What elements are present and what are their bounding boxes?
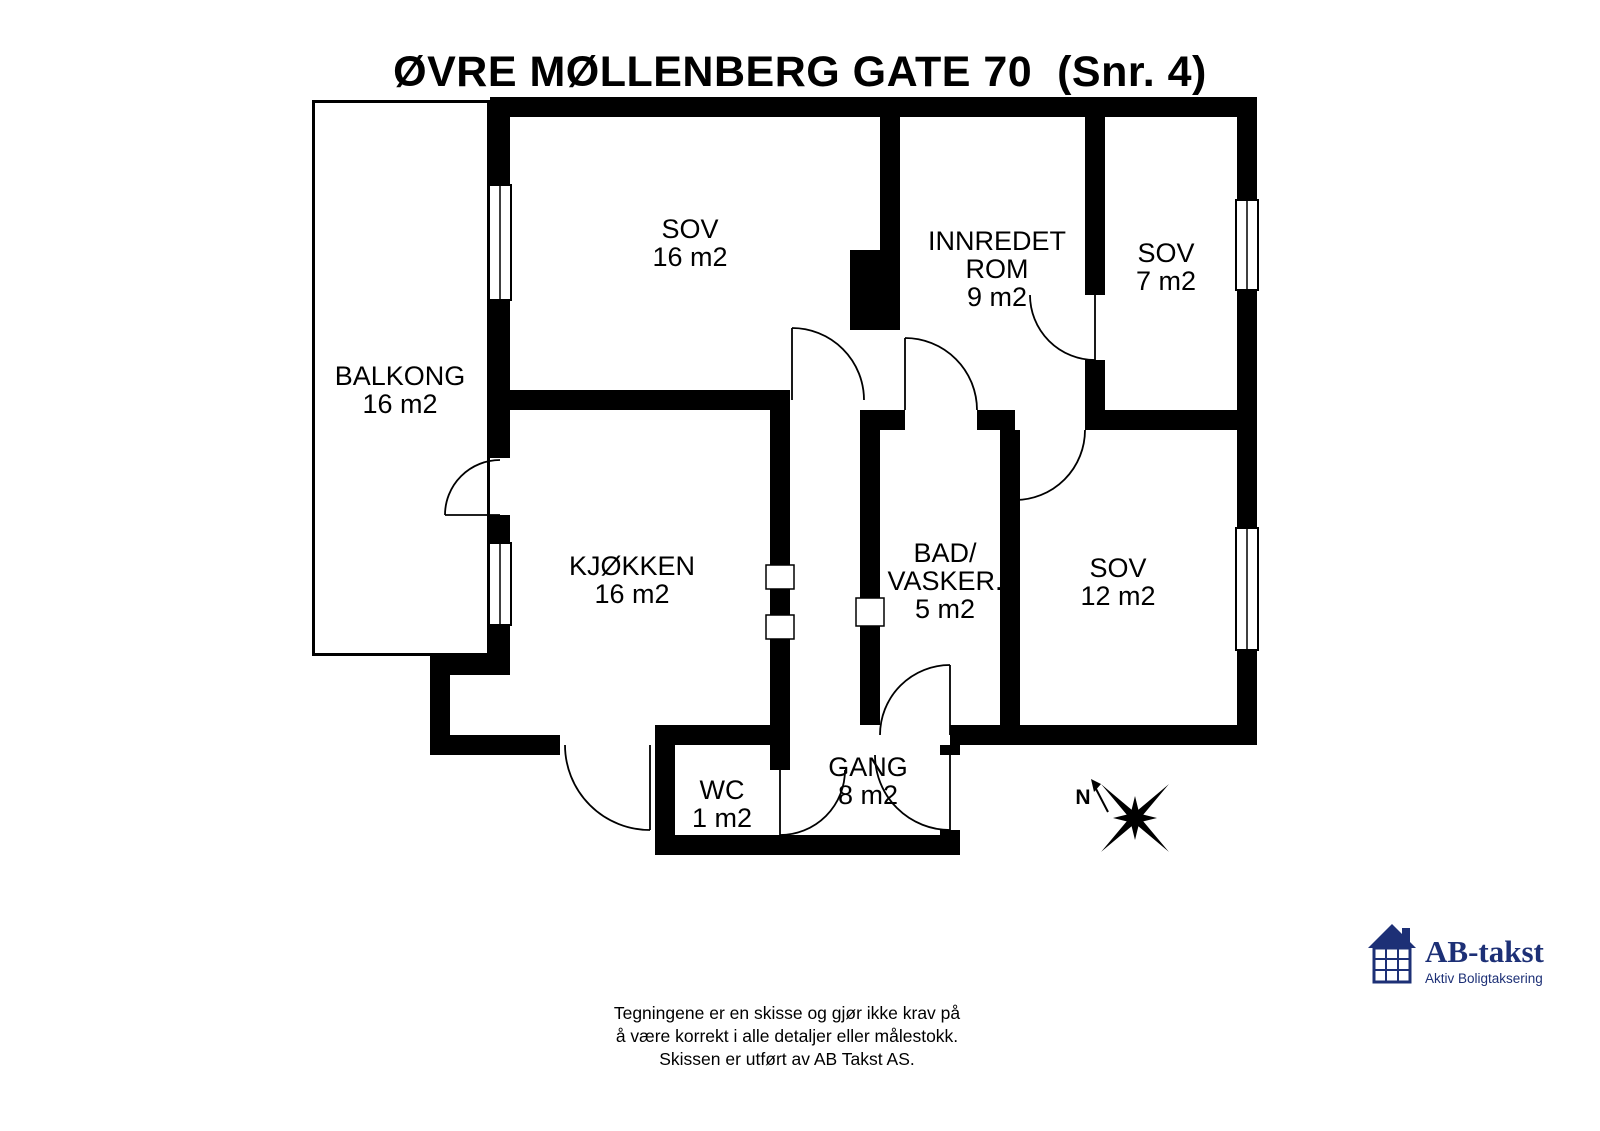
- room-label-innredet-rom: INNREDET: [928, 226, 1066, 256]
- door-wc: [779, 769, 846, 836]
- door-sov-1: [791, 327, 865, 401]
- room-area-balkong: 16 m2: [362, 389, 437, 419]
- window-icon: [1235, 199, 1259, 291]
- door-kitchen: [564, 744, 651, 831]
- window-icon: [1235, 527, 1259, 651]
- room-label-gang: GANG: [828, 752, 908, 782]
- room-label-kjokken: KJØKKEN: [569, 551, 695, 581]
- balcony-outline: [312, 100, 490, 656]
- niche-icon: [765, 614, 795, 640]
- company-logo: AB-takst Aktiv Boligtaksering: [1366, 922, 1544, 986]
- page-title: ØVRE MØLLENBERG GATE 70 (Snr. 4): [393, 48, 1207, 96]
- room-label-innredet-rom-2: ROM: [966, 254, 1029, 284]
- room-labels: BALKONG 16 m2 SOV 16 m2 INNREDET ROM 9 m…: [335, 214, 1196, 833]
- niche-icon: [765, 564, 795, 590]
- walls: [430, 97, 1257, 855]
- room-area-innredet-rom: 9 m2: [967, 282, 1027, 312]
- niche-icon: [855, 597, 885, 627]
- chimney-block: [850, 250, 900, 330]
- wall-niches: [765, 564, 885, 640]
- door-bad: [879, 664, 951, 736]
- window-icon: [488, 184, 512, 301]
- logo-title: AB-takst: [1425, 934, 1544, 969]
- room-area-kjokken: 16 m2: [594, 579, 669, 609]
- compass-rose: N: [1075, 779, 1169, 852]
- window-icon: [488, 542, 512, 626]
- doors: [444, 294, 1096, 836]
- disclaimer-text: Tegningene er en skisse og gjør ikke kra…: [0, 1002, 1574, 1071]
- north-arrowhead-icon: [1091, 779, 1101, 792]
- room-label-wc: WC: [700, 775, 745, 805]
- windows: [488, 184, 1259, 651]
- room-area-sov-2: 7 m2: [1136, 266, 1196, 296]
- disclaimer-line-1: Tegningene er en skisse og gjør ikke kra…: [613, 1003, 961, 1023]
- room-area-sov-3: 12 m2: [1080, 581, 1155, 611]
- room-area-gang: 8 m2: [838, 780, 898, 810]
- room-label-sov-2: SOV: [1137, 238, 1194, 268]
- room-label-bad-2: VASKER.: [887, 566, 1002, 596]
- door-innredet-rom: [904, 337, 978, 411]
- compass-star-icon: [1101, 784, 1169, 852]
- room-label-balkong: BALKONG: [335, 361, 466, 391]
- door-sov-3: [1014, 429, 1086, 501]
- room-label-sov-1: SOV: [661, 214, 718, 244]
- disclaimer-line-3: Skissen er utført av AB Takst AS.: [659, 1049, 915, 1070]
- door-balcony: [444, 459, 501, 516]
- room-area-sov-1: 16 m2: [652, 242, 727, 272]
- house-logo-icon: [1368, 924, 1416, 984]
- room-label-bad: BAD/: [913, 538, 977, 568]
- room-label-sov-3: SOV: [1089, 553, 1146, 583]
- room-area-bad: 5 m2: [915, 594, 975, 624]
- door-entrance: [874, 754, 951, 831]
- north-label: N: [1075, 786, 1090, 809]
- logo-subtitle: Aktiv Boligtaksering: [1425, 971, 1543, 986]
- room-area-wc: 1 m2: [692, 803, 752, 833]
- north-arrow-icon: [1094, 786, 1109, 813]
- disclaimer-line-2: å være korrekt i alle detaljer eller mål…: [615, 1026, 959, 1047]
- door-sov-2: [1029, 294, 1096, 361]
